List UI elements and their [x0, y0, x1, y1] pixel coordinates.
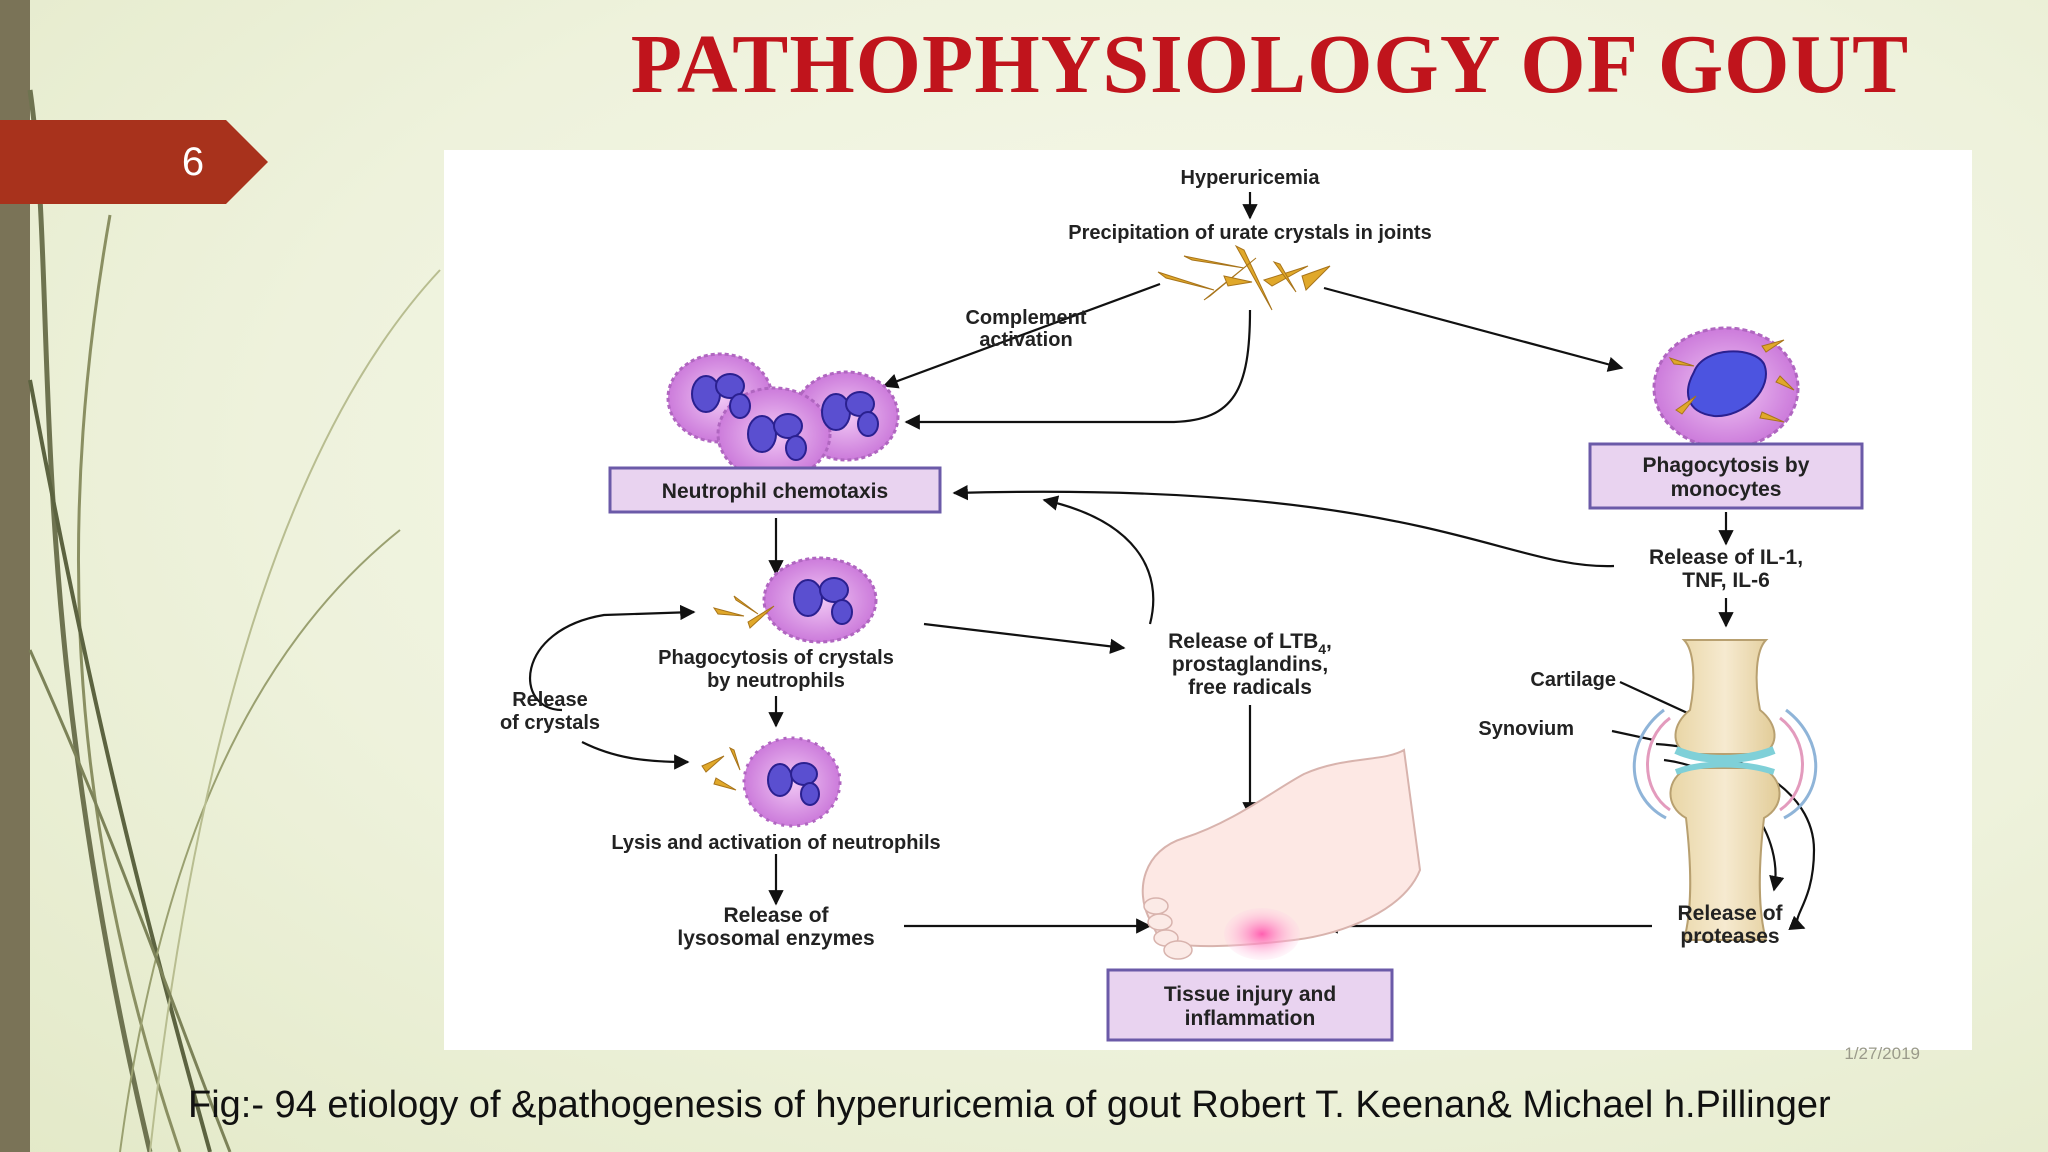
phagocytosing-neutrophil-image: [712, 556, 878, 644]
joint-diagram: [1632, 639, 1818, 941]
neutrophil-chemotaxis-label: Neutrophil chemotaxis: [662, 480, 888, 503]
box-tissue-injury: Tissue injury and inflammation: [1106, 968, 1394, 1042]
slide-title: PATHOPHYSIOLOGY OF GOUT: [630, 18, 1910, 111]
ltb-line2: prostaglandins,: [1172, 653, 1328, 676]
phago-neut-line1: Phagocytosis of crystals: [658, 647, 894, 669]
release-crystals-line1: Release: [512, 689, 588, 711]
precipitation-label: Precipitation of urate crystals in joint…: [1068, 222, 1431, 244]
ltb-line3: free radicals: [1188, 676, 1312, 699]
cartilage-label: Cartilage: [1530, 669, 1616, 691]
inflamed-foot-image: [1141, 748, 1422, 960]
urate-crystals: [1157, 244, 1331, 311]
tissue-line2: inflammation: [1185, 1007, 1316, 1030]
lyso-line1: Release of: [723, 904, 829, 927]
complement-line1: Complement: [965, 307, 1086, 329]
phago-mono-line2: monocytes: [1671, 478, 1782, 501]
monocyte-image: [1652, 326, 1800, 450]
figure-caption: Fig:- 94 etiology of &pathogenesis of hy…: [188, 1084, 1831, 1126]
lysing-neutrophil-image: [701, 736, 842, 828]
proteases-line1: Release of: [1677, 902, 1783, 925]
phago-neut-line2: by neutrophils: [707, 670, 845, 692]
slide-number-badge: [0, 120, 268, 204]
box-phagocytosis-monocytes: Phagocytosis by monocytes: [1588, 442, 1864, 510]
slide-date: 1/27/2019: [1844, 1044, 1920, 1063]
ltb-line1: Release of LTB4,: [1168, 630, 1332, 657]
neutrophil-cluster-image: [666, 352, 900, 482]
release-crystals-line2: of crystals: [500, 712, 600, 734]
hyperuricemia-label: Hyperuricemia: [1181, 167, 1321, 189]
il-line2: TNF, IL-6: [1682, 569, 1770, 592]
tissue-line1: Tissue injury and: [1164, 983, 1336, 1006]
slide-number: 6: [181, 140, 205, 184]
lyso-line2: lysosomal enzymes: [677, 927, 874, 950]
gout-pathway-diagram: Neutrophil chemotaxis Phagocytosis by mo…: [444, 150, 1972, 1050]
pathway-arrows: [529, 192, 1816, 934]
complement-line2: activation: [979, 329, 1072, 351]
il-line1: Release of IL-1,: [1649, 546, 1803, 569]
box-neutrophil-chemotaxis: Neutrophil chemotaxis: [608, 466, 942, 514]
phago-mono-line1: Phagocytosis by: [1643, 454, 1810, 477]
proteases-line2: proteases: [1680, 925, 1779, 948]
synovium-label: Synovium: [1478, 718, 1574, 740]
lysis-label: Lysis and activation of neutrophils: [611, 832, 940, 854]
